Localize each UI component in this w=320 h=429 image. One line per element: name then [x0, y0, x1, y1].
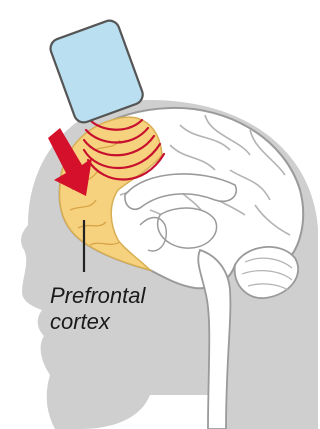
region-label: Prefrontal cortex — [50, 283, 145, 335]
region-label-line1: Prefrontal — [50, 283, 145, 309]
region-label-line2: cortex — [50, 309, 145, 335]
